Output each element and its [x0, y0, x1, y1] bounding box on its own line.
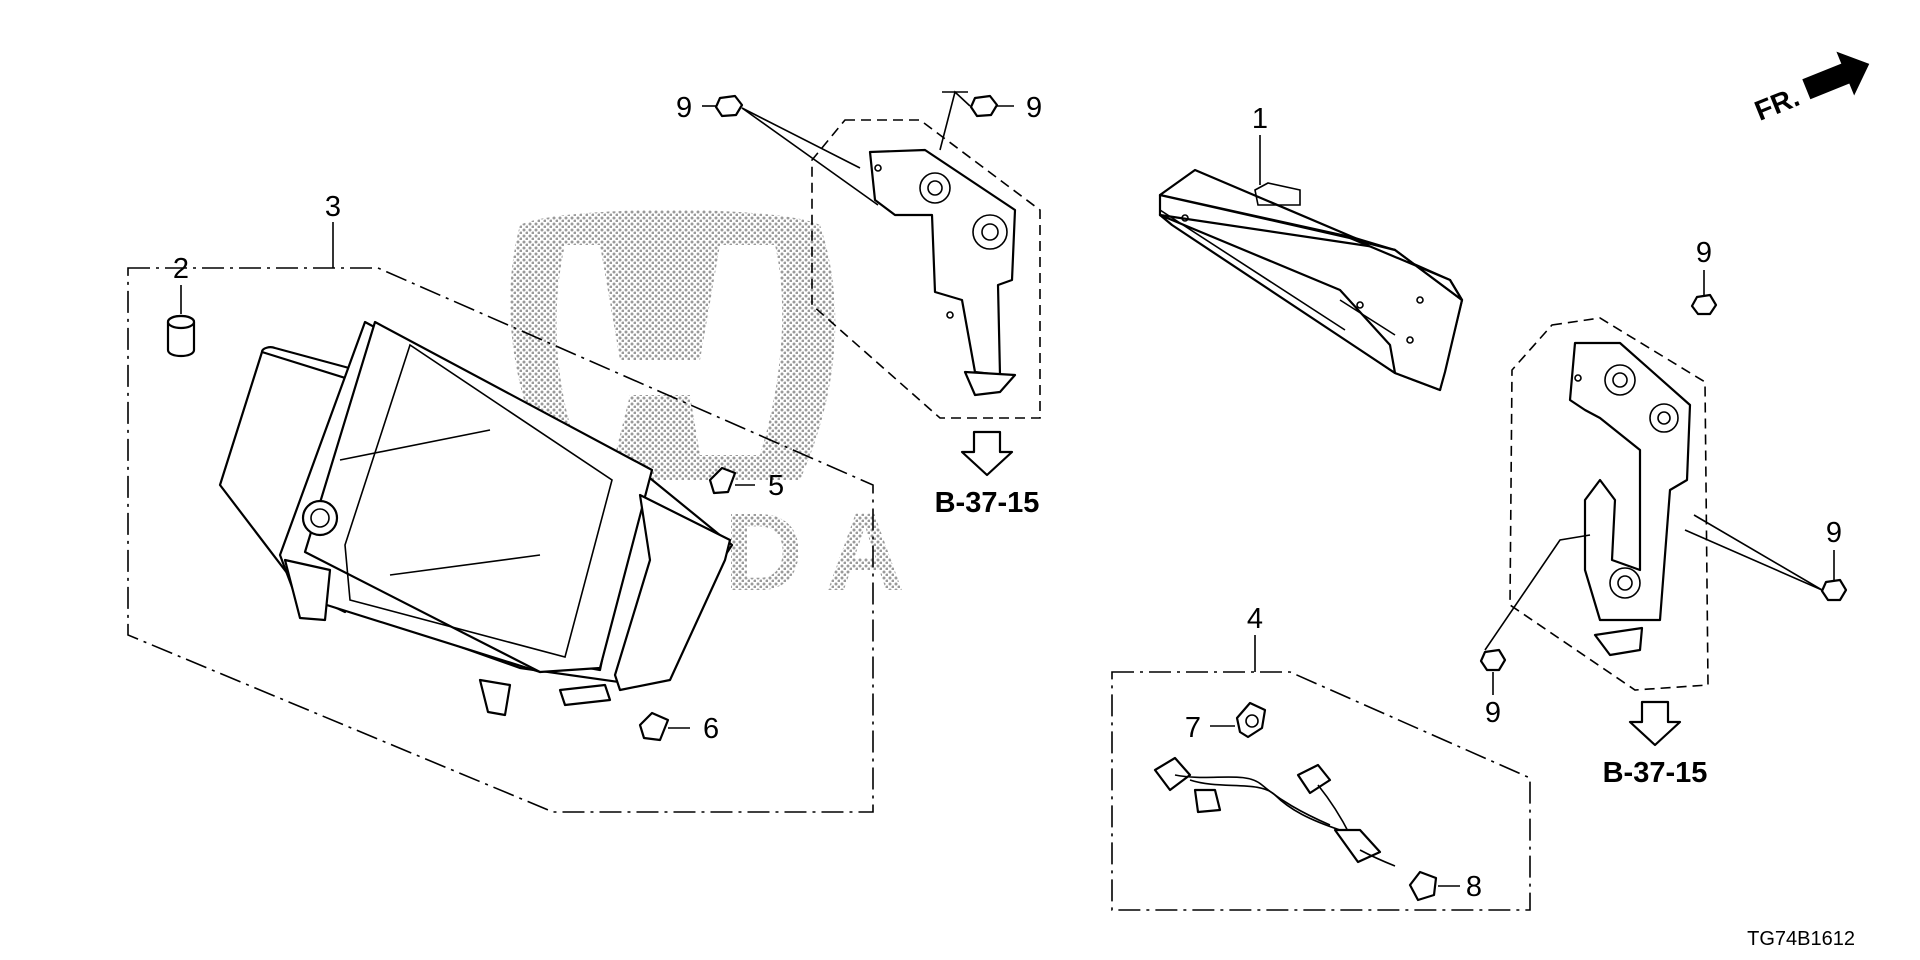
callout-part-5: 5	[768, 470, 784, 502]
callout-part-2: 2	[173, 253, 189, 285]
callout-part-9a: 9	[676, 92, 692, 124]
leader-part-9a-a	[741, 107, 861, 169]
group-outline-left-bracket	[811, 119, 1041, 419]
front-direction-label: FR.	[1750, 81, 1803, 127]
leader-part-9e-bracket	[1484, 534, 1591, 651]
callout-part-1: 1	[1252, 103, 1268, 135]
display-unit-part-3	[218, 320, 734, 717]
group-outline-part-4	[1111, 671, 1531, 911]
nut-part-9b	[969, 94, 999, 118]
wire-harness-part-4	[1153, 756, 1396, 867]
brand-emblem-icon	[510, 210, 836, 480]
diagram-code: TG74B1612	[1747, 928, 1855, 950]
leader-part-9a-b	[741, 107, 879, 206]
nut-part-9c	[1690, 293, 1718, 316]
callout-part-9c: 9	[1696, 237, 1712, 269]
clip-part-7	[1235, 701, 1267, 739]
leader-part-9d-b	[1684, 529, 1823, 591]
callout-part-6: 6	[703, 713, 719, 745]
group-outline-part-3	[127, 267, 874, 813]
nut-part-9a	[714, 94, 744, 118]
callout-part-9b: 9	[1026, 92, 1042, 124]
callout-part-8: 8	[1466, 871, 1482, 903]
nut-part-9d	[1820, 578, 1848, 602]
nut-part-9e	[1479, 648, 1507, 672]
ref-label-right: B-37-15	[1603, 757, 1708, 789]
callout-part-4: 4	[1247, 603, 1263, 635]
callout-part-9d: 9	[1826, 517, 1842, 549]
callout-part-7: 7	[1185, 712, 1201, 744]
leader-part-9d-a	[1693, 514, 1823, 591]
arrow-icon	[1802, 51, 1870, 100]
bracket-left	[868, 148, 1017, 397]
ref-arrow-right	[1628, 700, 1682, 747]
clip-part-6	[638, 711, 670, 742]
leader-part-9b-bracket	[939, 90, 971, 151]
front-direction-indicator: FR.	[1750, 51, 1870, 127]
bracket-right	[1568, 341, 1692, 657]
control-unit-part-1	[1158, 168, 1464, 392]
ref-arrow-left	[960, 430, 1014, 477]
clip-part-5	[708, 466, 737, 495]
ref-label-left: B-37-15	[935, 487, 1040, 519]
callout-part-3: 3	[325, 191, 341, 223]
knob-part-2	[166, 314, 196, 358]
group-outline-right-bracket	[1509, 317, 1709, 691]
clip-part-8	[1408, 870, 1438, 902]
callout-part-9e: 9	[1485, 697, 1501, 729]
